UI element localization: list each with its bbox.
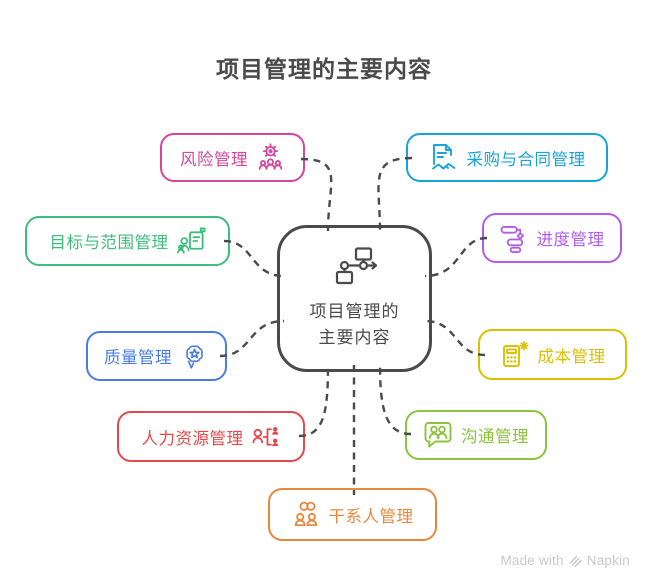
connector-quality	[219, 319, 285, 358]
node-scope-management[interactable]: 目标与范围管理	[25, 216, 230, 266]
node-label: 成本管理	[537, 347, 606, 366]
presentation-board-icon	[176, 227, 206, 256]
org-chart-people-icon	[252, 422, 281, 451]
watermark-text: Made with	[500, 553, 564, 568]
connector-risk	[300, 157, 333, 232]
napkin-logo-icon	[569, 554, 582, 567]
watermark: Made with Napkin	[500, 553, 630, 568]
center-node-project-management[interactable]: 项目管理的 主要内容	[277, 225, 432, 372]
node-label: 采购与合同管理	[466, 150, 586, 169]
node-quality-management[interactable]: 质量管理	[86, 331, 227, 381]
node-human-resource-management[interactable]: 人力资源管理	[117, 411, 305, 462]
page-title: 项目管理的主要内容	[216, 56, 432, 82]
node-stakeholder-management[interactable]: 干系人管理	[268, 488, 437, 541]
gantt-milestone-icon	[500, 224, 529, 253]
calculator-gear-icon	[500, 340, 530, 370]
node-label: 沟通管理	[461, 428, 529, 446]
connector-schedule	[424, 236, 488, 278]
connector-cost	[424, 319, 486, 357]
node-procurement-contract-management[interactable]: 采购与合同管理	[406, 133, 608, 182]
chat-people-icon	[423, 420, 453, 450]
center-node-label: 项目管理的 主要内容	[310, 299, 400, 350]
node-label: 干系人管理	[328, 507, 414, 526]
people-link-icon	[292, 500, 321, 529]
flowchart-icon	[330, 247, 380, 289]
badge-star-icon	[180, 342, 209, 371]
node-schedule-management[interactable]: 进度管理	[482, 213, 622, 263]
node-label: 风险管理	[180, 150, 248, 169]
node-risk-management[interactable]: 风险管理	[160, 133, 305, 182]
node-label: 质量管理	[104, 349, 172, 367]
center-label-line2: 主要内容	[318, 327, 391, 347]
watermark-brand: Napkin	[586, 553, 630, 568]
contract-handshake-icon	[429, 143, 459, 173]
node-label: 进度管理	[536, 231, 605, 249]
connector-scope	[223, 239, 285, 278]
node-label: 目标与范围管理	[49, 234, 169, 252]
node-cost-management[interactable]: 成本管理	[478, 329, 627, 380]
gear-people-icon	[256, 143, 285, 172]
node-label: 人力资源管理	[141, 429, 244, 448]
node-communication-management[interactable]: 沟通管理	[405, 410, 547, 460]
center-label-line1: 项目管理的	[309, 302, 400, 321]
